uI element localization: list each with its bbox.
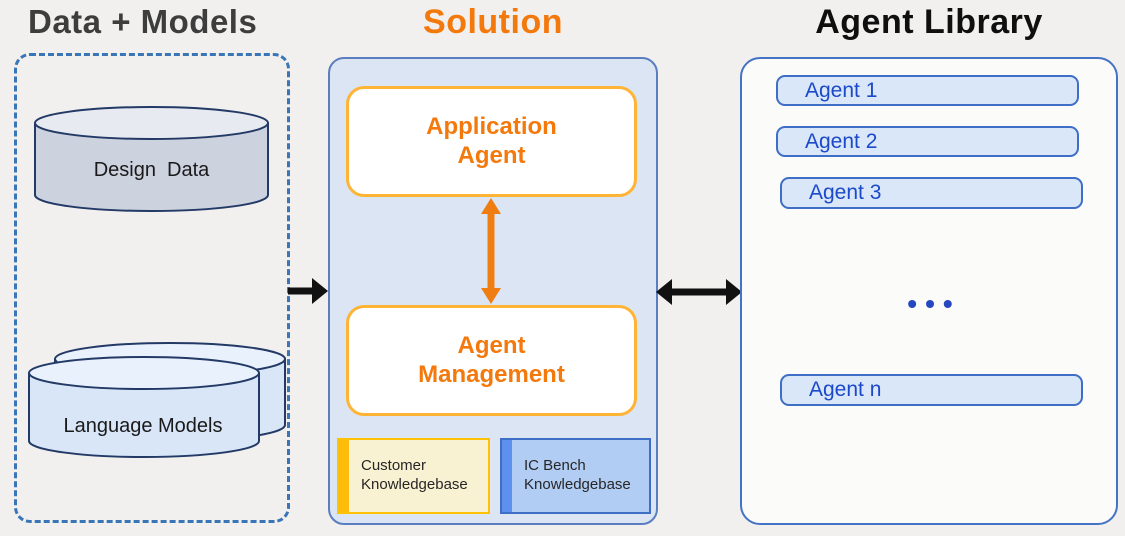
agent-3-item: Agent 3 [780,177,1083,209]
agent-library-title: Agent Library [815,3,1043,41]
ic-bench-knowledgebase-chip: IC Bench Knowledgebase [500,438,651,514]
ic-bench-knowledgebase-accent-bar [502,440,512,512]
agent-management-label: Agent Management [418,332,565,388]
agent-3-label: Agent 3 [809,181,882,204]
data-models-container [14,53,290,523]
solution-title: Solution [423,3,563,41]
agent-n-item: Agent n [780,374,1083,406]
double-arrow-vertical-icon [481,198,501,304]
data-models-title: Data + Models [28,3,258,40]
application-agent-label: Application Agent [426,113,557,169]
application-agent-node: Application Agent [346,86,637,197]
agent-n-label: Agent n [809,378,882,401]
agent-1-item: Agent 1 [776,75,1079,106]
ic-bench-knowledgebase-label: IC Bench Knowledgebase [524,457,631,493]
ellipsis-dots: ••• [907,288,961,319]
agent-1-label: Agent 1 [805,78,878,102]
agent-2-label: Agent 2 [805,129,878,153]
customer-knowledgebase-label: Customer Knowledgebase [361,457,468,493]
agent-management-node: Agent Management [346,305,637,416]
customer-knowledgebase-chip: Customer Knowledgebase [337,438,490,514]
agent-2-item: Agent 2 [776,126,1079,157]
double-arrow-horizontal-icon [656,279,742,305]
arrow-right-icon [288,278,328,304]
customer-knowledgebase-accent-bar [339,440,349,512]
